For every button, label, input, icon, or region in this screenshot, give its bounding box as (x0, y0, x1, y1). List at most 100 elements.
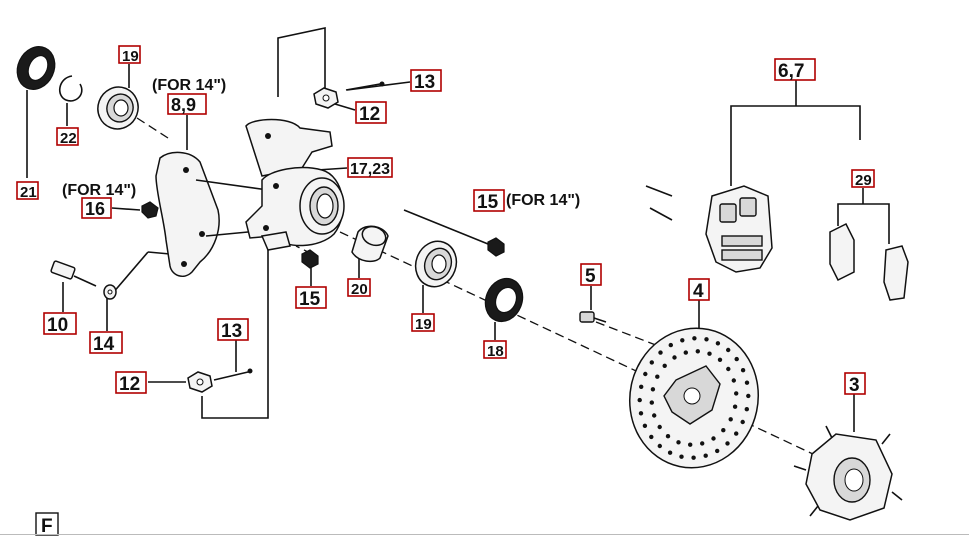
callout-19-top: 19 (118, 45, 141, 65)
disc-vent-hole (667, 450, 673, 455)
disc-vent-hole (740, 419, 745, 425)
disc-vent-hole (658, 350, 663, 355)
callout-13-top: 13 (410, 69, 442, 93)
disc-vent-hole (688, 442, 693, 447)
svg-text:29: 29 (855, 172, 872, 189)
disc-vent-hole (649, 434, 654, 440)
bearing-19-top (97, 86, 139, 130)
bolt-15-lower (301, 249, 319, 269)
callout-15-upper: 15 (473, 189, 505, 213)
disc-vent-hole (657, 424, 662, 430)
disc-vent-hole (649, 360, 654, 365)
disc-vent-hole (726, 347, 731, 353)
disc-vent-hole (728, 417, 733, 422)
callout-18: 18 (483, 340, 507, 360)
disc-vent-hole (734, 356, 739, 362)
svg-text:18: 18 (487, 343, 504, 360)
disc-vent-hole (703, 453, 708, 458)
svg-text:10: 10 (47, 315, 68, 336)
callout-21: 21 (16, 181, 39, 201)
nut-12-top (313, 87, 339, 109)
svg-text:20: 20 (351, 281, 368, 298)
disc-vent-hole (676, 440, 681, 445)
callout-5: 5 (580, 263, 602, 287)
cotter-pin-13-bottom (213, 368, 253, 381)
callout-3: 3 (844, 372, 866, 396)
callout-20: 20 (347, 278, 371, 298)
svg-text:16: 16 (85, 199, 105, 219)
svg-text:22: 22 (60, 130, 77, 147)
svg-text:19: 19 (122, 48, 139, 65)
svg-text:4: 4 (693, 281, 704, 302)
disc-vent-hole (700, 441, 705, 446)
svg-text:19: 19 (415, 316, 432, 333)
callout-4: 4 (688, 278, 710, 302)
callout-22: 22 (56, 127, 79, 147)
disc-vent-hole (691, 455, 696, 460)
caliper-bracket-8-9 (155, 151, 269, 277)
callout-6-7: 6,7 (774, 58, 816, 82)
bolt-15-upper (487, 237, 505, 257)
svg-text:15: 15 (299, 289, 321, 310)
bolt-16 (141, 201, 159, 219)
cotter-pin-13-top (345, 81, 385, 91)
oil-seal-18 (484, 277, 524, 323)
svg-text:3: 3 (849, 375, 860, 396)
disc-vent-hole (657, 443, 662, 449)
svg-text:15: 15 (477, 192, 499, 213)
disc-vent-hole (683, 350, 688, 355)
disc-vent-hole (704, 337, 709, 342)
wheel-hub-3 (793, 425, 903, 521)
svg-text:12: 12 (359, 104, 380, 125)
svg-text:21: 21 (20, 184, 37, 201)
disc-vent-hole (679, 454, 684, 459)
disc-vent-hole (665, 434, 671, 439)
disc-vent-hole (717, 357, 723, 362)
disc-vent-hole (744, 380, 750, 385)
svg-text:13: 13 (221, 321, 242, 342)
disc-vent-hole (672, 355, 677, 360)
disc-vent-hole (732, 404, 738, 409)
disc-vent-hole (711, 436, 716, 441)
disc-vent-hole (726, 366, 731, 372)
svg-text:17,23: 17,23 (350, 161, 390, 178)
disc-vent-hole (734, 391, 739, 396)
disc-vent-hole (731, 378, 736, 383)
callout-10: 10 (43, 312, 77, 336)
logo-letter: F (41, 516, 53, 537)
disc-vent-hole (643, 371, 648, 377)
disc-vent-hole (695, 349, 700, 354)
disc-vent-hole (715, 448, 720, 454)
oil-seal-21 (16, 46, 56, 90)
note-for-14-bolt: (FOR 14") (62, 182, 136, 199)
nut-12-bottom (187, 371, 213, 393)
disc-vent-hole (650, 387, 656, 392)
disc-bolt-5 (579, 311, 607, 323)
disc-vent-hole (655, 374, 660, 379)
snap-ring-22 (59, 75, 83, 102)
washer-14 (103, 284, 117, 300)
disc-vent-hole (649, 400, 654, 405)
callout-12-bottom: 12 (115, 371, 147, 395)
brake-pads-29 (829, 222, 909, 301)
disc-vent-hole (638, 411, 644, 416)
disc-vent-hole (652, 413, 657, 418)
bearing-19-mid (414, 240, 458, 288)
spacer-20 (351, 225, 389, 263)
svg-text:12: 12 (119, 374, 140, 395)
disc-vent-hole (721, 428, 726, 433)
disc-vent-hole (662, 363, 667, 368)
callout-15-lower: 15 (295, 286, 327, 310)
knuckle-17-23 (245, 118, 345, 251)
callout-12-top: 12 (355, 101, 387, 125)
callout-16: 16 (81, 197, 112, 219)
disc-vent-hole (734, 431, 739, 436)
callout-13-bottom: 13 (217, 318, 249, 342)
disc-vent-hole (725, 441, 730, 446)
disc-vent-hole (707, 351, 712, 356)
disc-vent-hole (692, 336, 697, 341)
svg-text:6,7: 6,7 (778, 61, 804, 82)
brand-logo: F (35, 512, 59, 537)
